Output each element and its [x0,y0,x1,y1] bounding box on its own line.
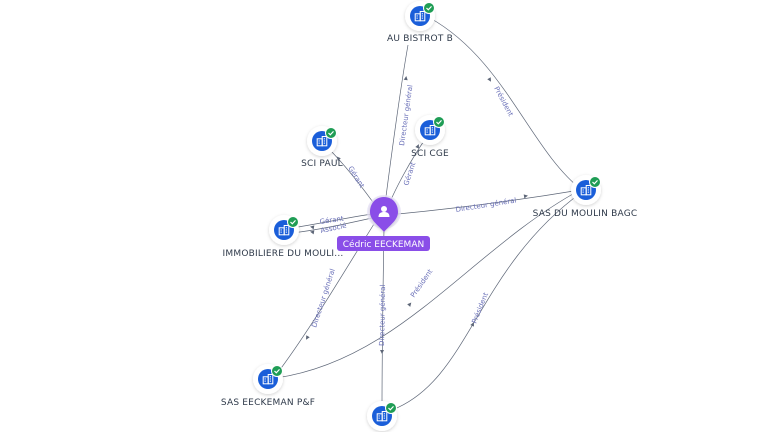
company-node-sci-paul[interactable]: SCI PAUL [301,126,343,169]
edge-person-au-bistrot [383,44,409,213]
person-label[interactable]: Cédric EECKEMAN [337,236,430,251]
company-label: SAS DU MOULIN BAGC [533,209,638,219]
edge-person-immobiliere-1 [291,213,373,229]
company-label: SAS EECKEMAN P&F [221,398,315,408]
check-badge-icon [423,2,435,14]
company-label: IMMOBILIERE DU MOULI... [223,249,344,259]
edge-labels: Directeur général Gérant Gérant Gérant A… [310,84,517,346]
check-badge-icon [287,216,299,228]
arrow-marker [380,350,384,354]
edge-bottom-sas-moulin [391,191,583,411]
arrow-marker [415,144,419,149]
edge-label-gerant-paul: Gérant [346,165,366,190]
arrow-marker [523,194,528,199]
edge-person-immobiliere-2 [291,217,373,234]
check-badge-icon [433,116,445,128]
company-node-immobiliere[interactable]: IMMOBILIERE DU MOULI... [223,215,344,259]
arrow-marker [306,335,310,340]
company-node-sas-eeckeman-pf[interactable]: SAS EECKEMAN P&F [221,364,315,408]
company-label: SCI PAUL [301,159,343,169]
check-badge-icon [325,127,337,139]
edge-au-bistrot-sas-moulin [429,17,583,191]
edge-sas-eeckeman-sas-moulin [275,189,581,379]
edge-arrows [306,76,528,354]
arrow-marker [470,322,474,327]
user-icon [378,206,390,217]
arrow-marker [310,225,315,230]
edge-label-directeur-general-bottom: Directeur général [378,284,387,346]
arrow-marker [403,76,408,81]
check-badge-icon [271,365,283,377]
edge-person-sas-moulin [397,189,581,215]
company-node-sci-cge[interactable]: SCI CGE [411,115,449,159]
arrow-marker [487,77,491,82]
company-label: AU BISTROT B [387,34,453,44]
edge-label-directeur-general-moulin: Directeur général [455,196,517,214]
edge-label-president-bistrot-moulin: Président [492,85,515,118]
company-node-bottom-company[interactable] [367,401,397,431]
check-badge-icon [589,176,601,188]
company-nodes: AU BISTROT B SCI CGE SCI PAUL IMMOBILIERE D… [221,1,637,431]
person-label-badge [337,236,430,251]
company-label: SCI CGE [411,149,449,159]
arrow-marker [336,156,341,161]
edge-label-gerant-immobiliere: Gérant [319,215,344,226]
edge-label-gerant-cge: Gérant [402,161,417,187]
check-badge-icon [385,402,397,414]
edge-label-president-bottom-moulin: Président [470,291,490,325]
edge-label-directeur-general-eeckeman: Directeur général [310,268,337,329]
arrow-marker [407,302,412,307]
edge-label-president-eeckeman-moulin: Président [409,268,434,300]
person-name: Cédric EECKEMAN [343,239,424,250]
company-node-au-bistrot-b[interactable]: AU BISTROT B [387,1,453,44]
person-node[interactable] [367,195,401,232]
arrow-marker [310,230,315,235]
company-node-sas-moulin-bagc[interactable]: SAS DU MOULIN BAGC [533,175,638,219]
